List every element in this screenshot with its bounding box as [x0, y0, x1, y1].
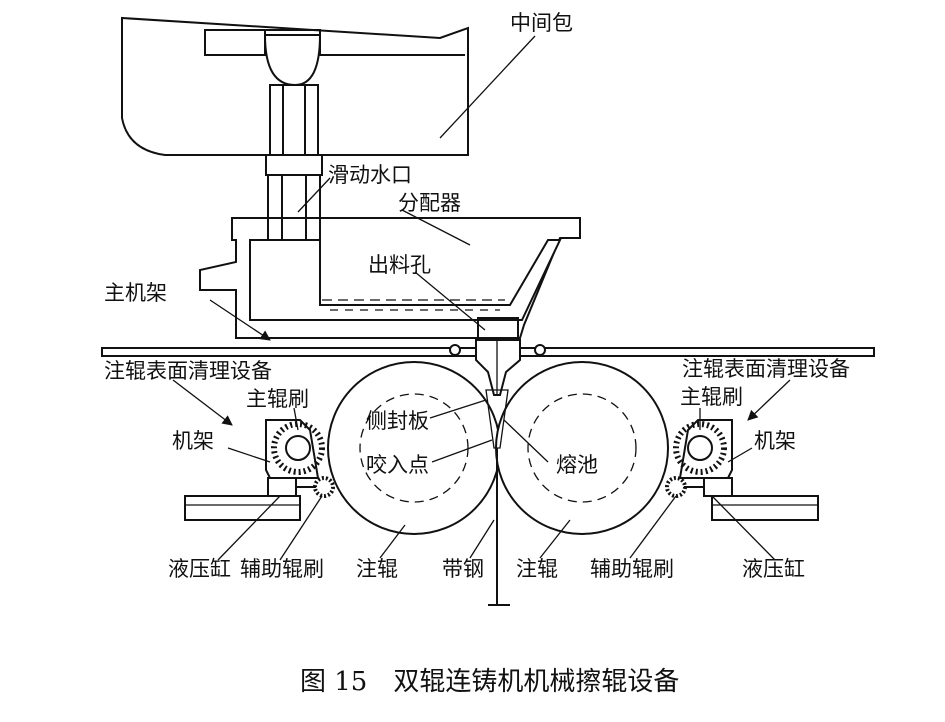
label-melt-pool: 熔池: [556, 453, 598, 477]
aux-brush-right: [665, 476, 687, 498]
aux-brush-left: [313, 476, 335, 498]
label-strip: 带钢: [442, 557, 484, 581]
tundish-nozzle: [269, 84, 319, 156]
main-brush-left: [271, 421, 325, 475]
label-slide-gate: 滑动水口: [328, 163, 412, 187]
label-cast-roll-right: 注辊: [516, 557, 558, 581]
melt-pool: [485, 389, 509, 449]
label-aux-brush-right: 辅助辊刷: [590, 557, 674, 581]
label-hydraulic-cylinder-left: 液压缸: [168, 557, 231, 581]
label-side-seal: 侧封板: [366, 409, 429, 433]
label-tundish: 中间包: [510, 11, 573, 35]
figure-caption: 图 15 双辊连铸机机械擦辊设备: [300, 667, 679, 697]
label-frame-left: 机架: [172, 429, 214, 453]
leader-lines: [172, 35, 791, 561]
cast-roll-right: [495, 361, 669, 535]
label-cleaning-equipment-left: 注辊表面清理设备: [104, 359, 272, 383]
hydraulic-cylinder-left: [267, 477, 316, 497]
cast-roll-left: [327, 361, 501, 535]
main-brush-right: [673, 421, 727, 475]
label-outlet-hole: 出料孔: [368, 253, 431, 277]
label-cleaning-equipment-right: 注辊表面清理设备: [682, 357, 850, 381]
label-aux-brush-left: 辅助辊刷: [240, 557, 324, 581]
hydraulic-cylinder-right: [684, 477, 733, 497]
label-frame-right: 机架: [754, 429, 796, 453]
label-distributor: 分配器: [398, 191, 461, 215]
label-cast-roll-left: 注辊: [356, 557, 398, 581]
tundish: [121, 16, 469, 156]
distributor: [199, 217, 581, 339]
label-nip-point: 咬入点: [366, 453, 429, 477]
label-main-frame: 主机架: [104, 281, 167, 305]
steel-strip: [488, 448, 510, 606]
outlet-nozzle: [449, 317, 546, 396]
label-hydraulic-cylinder-right: 液压缸: [742, 557, 805, 581]
label-main-brush-left: 主辊刷: [246, 387, 309, 411]
label-main-brush-right: 主辊刷: [680, 385, 743, 409]
